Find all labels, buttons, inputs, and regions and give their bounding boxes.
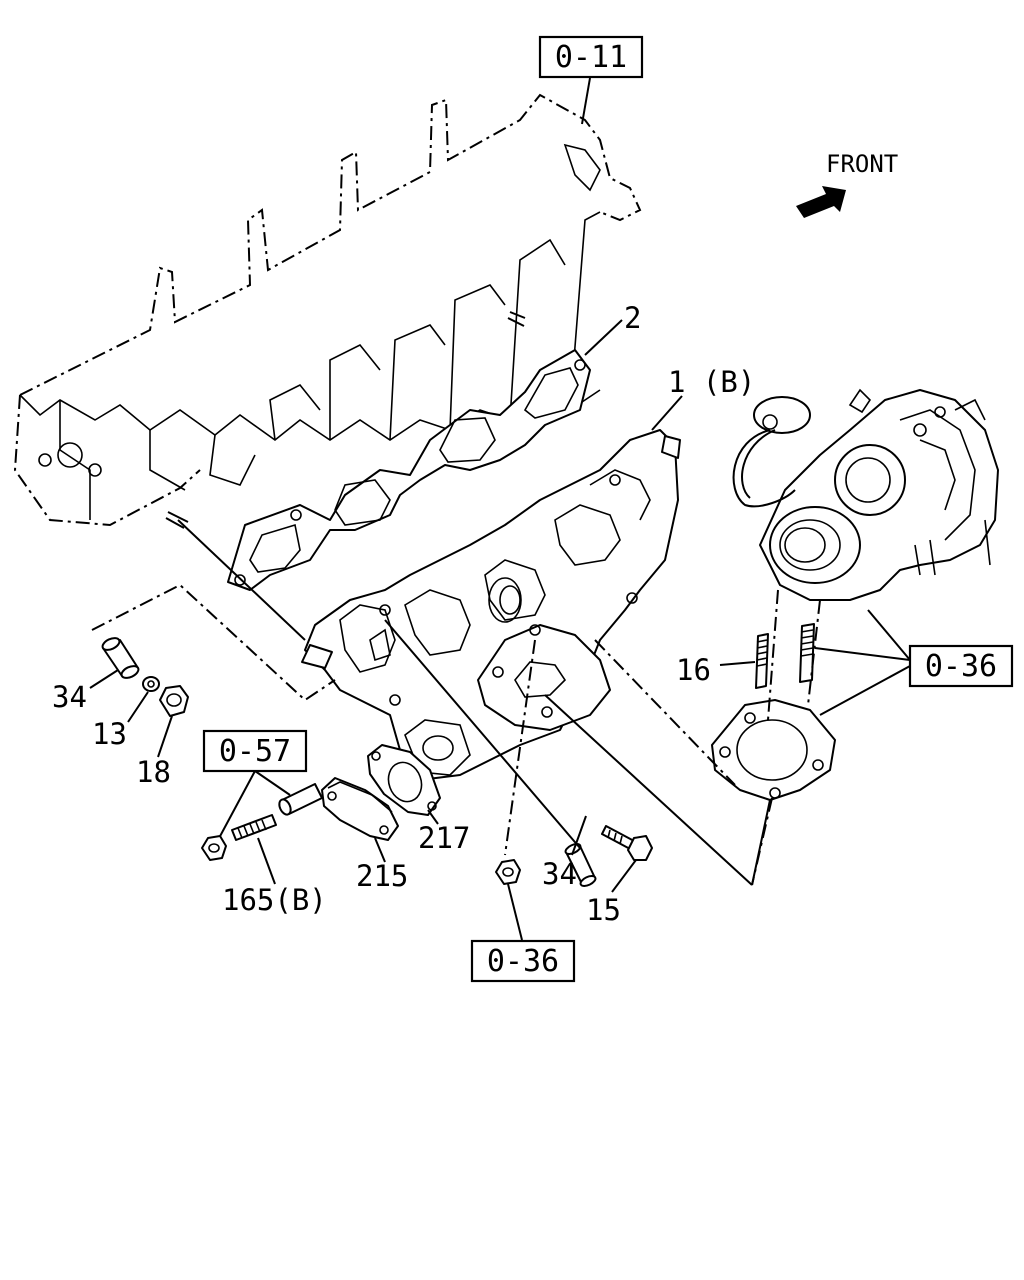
- align-line-pin-manifold: [91, 583, 336, 702]
- callout-hollow-pin-left: 34: [52, 680, 87, 714]
- callout-hollow-pin-right: 34: [542, 857, 577, 891]
- align-line-turbo-stud-r: [807, 599, 821, 706]
- leader-stud-16: [719, 661, 756, 666]
- turbo-stud-left[interactable]: [755, 633, 769, 689]
- ref-box-cylinder-head[interactable]: 0-11: [538, 35, 644, 79]
- align-line-head-manifold: [177, 519, 306, 641]
- leader-turbo-ref-stud: [814, 647, 911, 661]
- manifold-gasket[interactable]: [227, 349, 591, 591]
- align-line-manifold-turbo: [544, 694, 753, 886]
- leader-hollow-pin-right: [571, 815, 587, 856]
- hollow-pin-left[interactable]: [101, 636, 141, 681]
- callout-washer-13: 13: [92, 717, 127, 751]
- cover-plate-215[interactable]: [321, 777, 399, 841]
- egr-nut[interactable]: [201, 835, 227, 861]
- leader-cylinder-head: [581, 77, 591, 125]
- leader-cover-215: [374, 837, 386, 863]
- leader-nut-18: [157, 715, 173, 758]
- leader-egr-ref-pin: [254, 770, 291, 796]
- leader-manifold-gasket: [584, 319, 623, 356]
- ref-egr-label: 0-57: [219, 734, 291, 769]
- callout-bolt-15: 15: [586, 893, 621, 927]
- leader-exhaust-manifold: [651, 395, 683, 431]
- front-orientation: FRONT: [796, 150, 898, 218]
- exhaust-manifold[interactable]: [301, 429, 681, 781]
- align-line-turbo-stud-l: [767, 589, 779, 721]
- turbo-gasket[interactable]: [711, 699, 836, 801]
- leader-bolt-15: [611, 859, 637, 893]
- leader-flange-nut: [507, 883, 523, 941]
- ref-box-egr[interactable]: 0-57: [202, 729, 308, 773]
- leader-turbo-ref-gasket: [819, 665, 911, 716]
- callout-nut-18: 18: [136, 755, 171, 789]
- ref-box-turbo[interactable]: 0-36: [908, 644, 1014, 688]
- gasket-217[interactable]: [367, 744, 441, 816]
- align-line-pin-right: [384, 619, 581, 849]
- leader-stud-165b: [257, 837, 276, 885]
- leader-turbo-ref-body: [867, 609, 911, 661]
- bolt-15[interactable]: [601, 825, 653, 861]
- ref-nut-label: 0-36: [487, 944, 559, 979]
- align-line-turbo-gasket: [751, 799, 771, 886]
- leader-washer-13: [127, 691, 149, 723]
- hollow-pin-right[interactable]: [564, 842, 597, 888]
- callout-stud-165b: 165(B): [222, 883, 327, 917]
- arrow-front-icon: [796, 186, 846, 218]
- align-line-flange-nut: [504, 639, 536, 856]
- flange-nut[interactable]: [495, 859, 521, 885]
- ref-box-nut[interactable]: 0-36: [470, 939, 576, 983]
- washer-13[interactable]: [142, 676, 160, 692]
- leader-gasket-217: [427, 809, 439, 825]
- turbocharger[interactable]: [732, 388, 999, 601]
- egr-hollow-pin[interactable]: [277, 783, 323, 816]
- leader-hollow-pin-left: [89, 669, 119, 689]
- callout-cover-215: 215: [356, 859, 408, 893]
- callout-stud-16: 16: [676, 653, 711, 687]
- callout-manifold-gasket: 2: [624, 301, 641, 335]
- callout-gasket-217: 217: [418, 821, 470, 855]
- align-line-flange-turbo: [594, 639, 736, 786]
- leader-egr-ref-nut: [217, 770, 256, 841]
- stud-165b[interactable]: [231, 814, 277, 841]
- front-label: FRONT: [826, 150, 898, 178]
- callout-exhaust-manifold: 1 (B): [668, 365, 755, 399]
- ref-turbo-label: 0-36: [925, 649, 997, 684]
- nut-18[interactable]: [159, 685, 189, 717]
- ref-cylinder-head-label: 0-11: [555, 40, 627, 75]
- cylinder-head-phantom: [13, 93, 642, 529]
- turbo-stud-right[interactable]: [799, 623, 815, 683]
